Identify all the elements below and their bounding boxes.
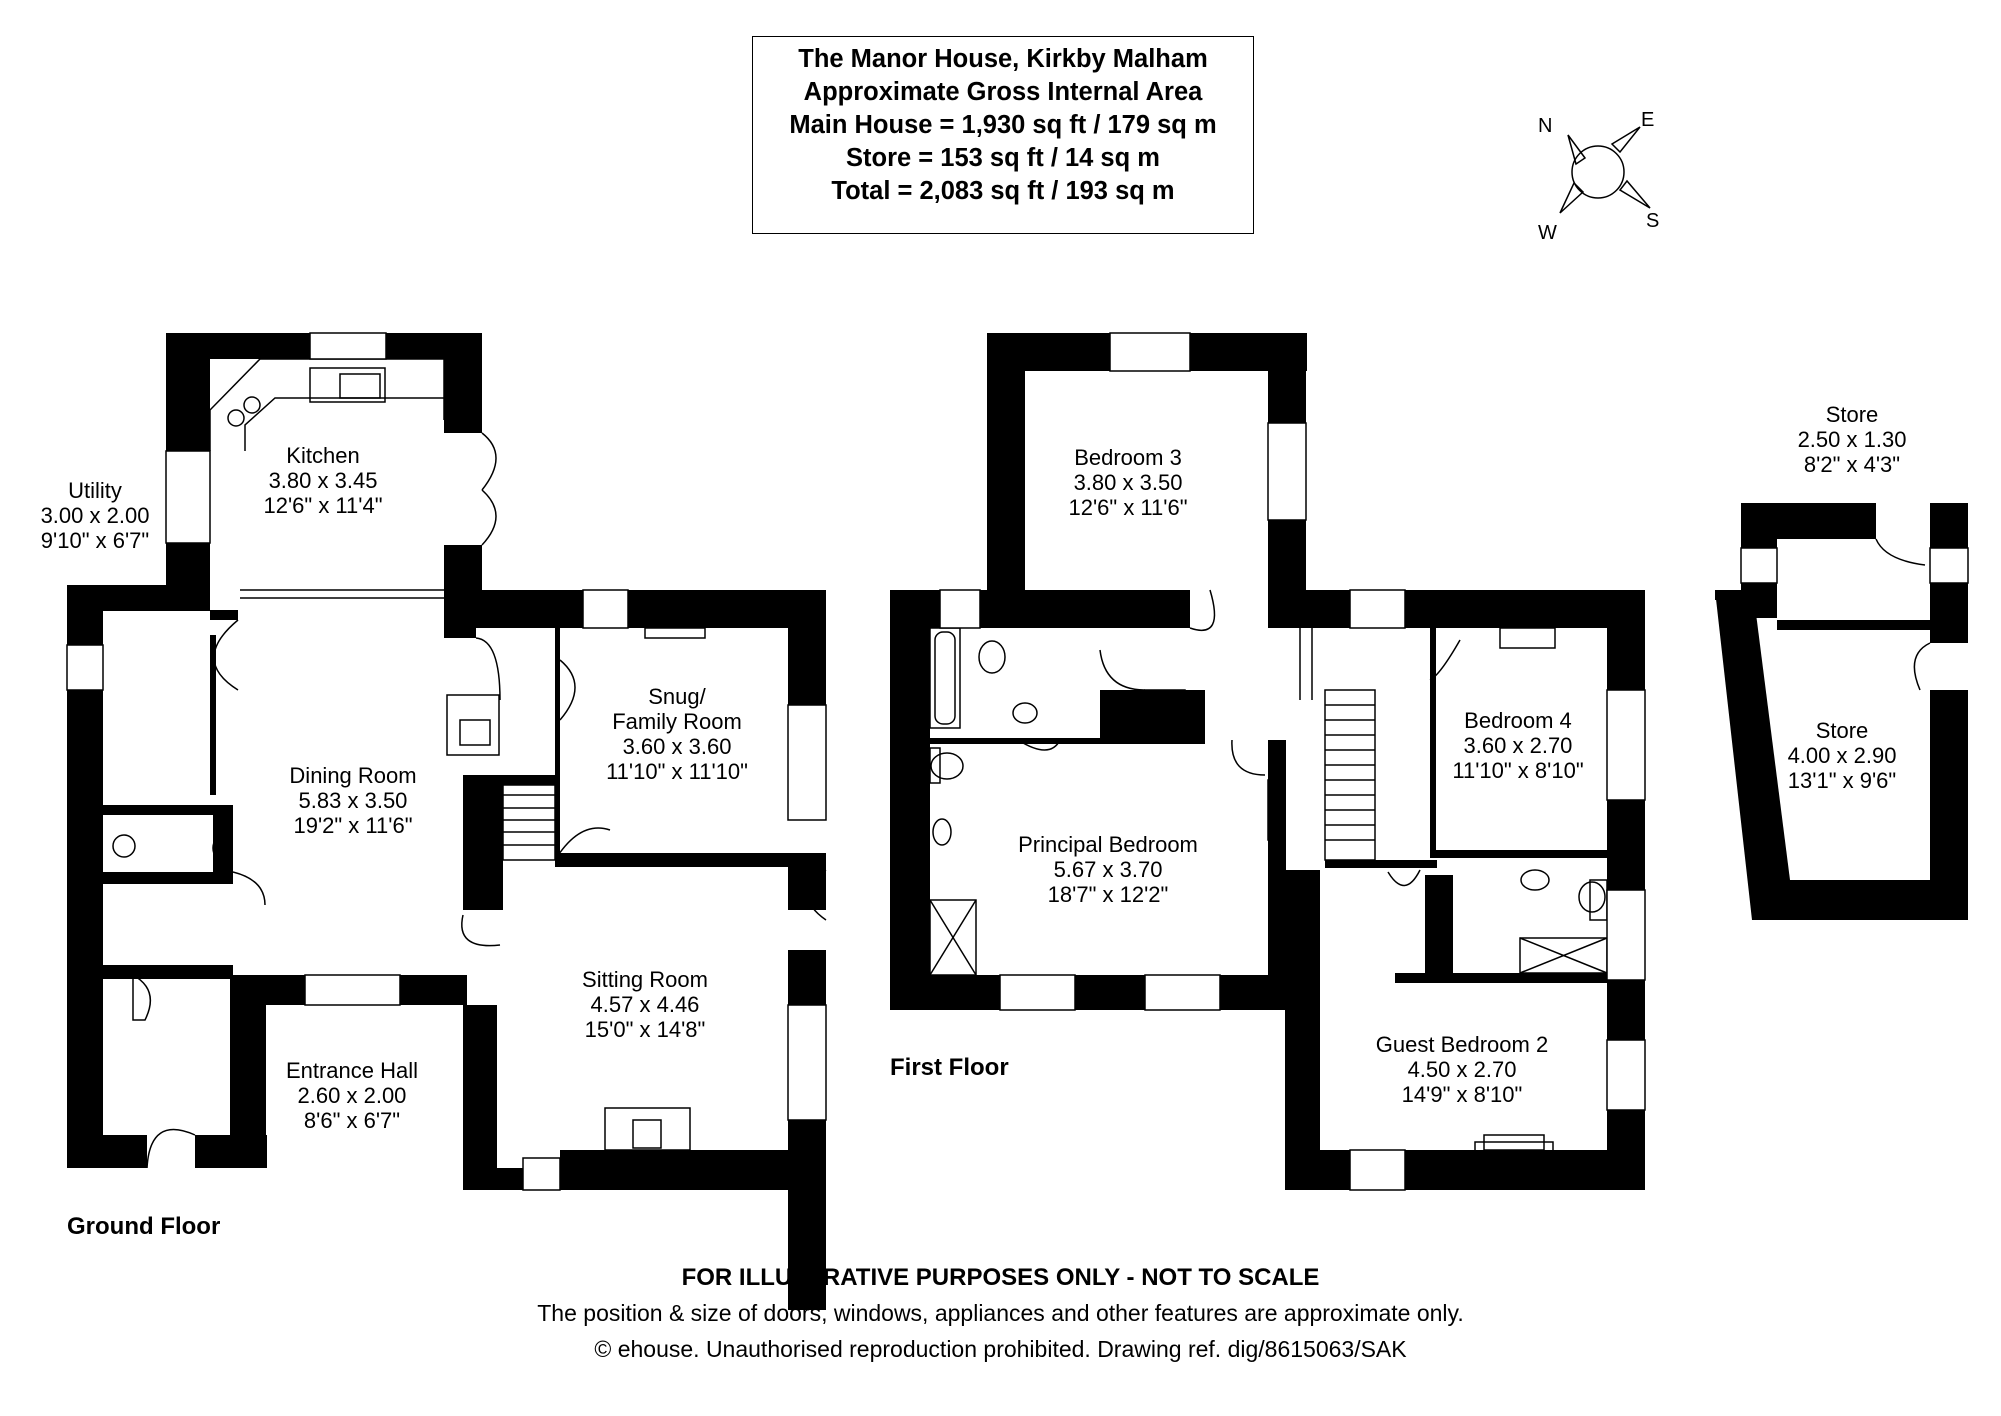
- room-name: Bedroom 3: [1074, 445, 1182, 470]
- room-imperial: 12'6" x 11'6": [1068, 495, 1188, 520]
- room-name: Kitchen: [286, 443, 360, 468]
- room-kitchen: Kitchen 3.80 x 3.45 12'6" x 11'4": [263, 443, 382, 518]
- room-metric: 4.50 x 2.70: [1407, 1057, 1517, 1082]
- room-imperial: 19'2" x 11'6": [293, 813, 413, 838]
- room-name: Store: [1815, 718, 1869, 743]
- store-area: Store = 153 sq ft / 14 sq m: [846, 144, 1160, 172]
- property-title: The Manor House, Kirkby Malham: [798, 45, 1208, 73]
- kitchen-units: [209, 358, 445, 599]
- windows: [66, 332, 1969, 1191]
- store-walls: [1715, 503, 1968, 920]
- copyright-text: © ehouse. Unauthorised reproduction proh…: [594, 1336, 1407, 1362]
- room-name-2: Family Room: [612, 709, 742, 734]
- store-doors: [1875, 538, 1931, 691]
- room-store-small: Store 2.50 x 1.30 8'2" x 4'3": [1798, 402, 1907, 477]
- room-imperial: 14'9" x 8'10": [1401, 1082, 1523, 1107]
- room-metric: 2.60 x 2.00: [297, 1083, 407, 1108]
- room-imperial: 9'10" x 6'7": [40, 528, 150, 553]
- ground-floor-doors: [132, 432, 827, 1169]
- room-name: Guest Bedroom 2: [1375, 1032, 1549, 1057]
- compass-icon: [1559, 126, 1651, 214]
- main-house-area: Main House = 1,930 sq ft / 179 sq m: [789, 111, 1217, 139]
- room-imperial: 13'1" x 9'6": [1787, 768, 1897, 793]
- compass-west-label: W: [1538, 222, 1557, 244]
- room-name: Entrance Hall: [285, 1058, 419, 1083]
- room-name: Bedroom 4: [1464, 708, 1572, 733]
- room-guest-bedroom-2: Guest Bedroom 2 4.50 x 2.70 14'9" x 8'10…: [1376, 1032, 1548, 1107]
- room-metric: 3.80 x 3.50: [1073, 470, 1183, 495]
- room-bedroom-3: Bedroom 3 3.80 x 3.50 12'6" x 11'6": [1068, 445, 1187, 520]
- room-bedroom-4: Bedroom 4 3.60 x 2.70 11'10" x 8'10": [1452, 708, 1583, 783]
- area-summary-box: The Manor House, Kirkby Malham Approxima…: [752, 36, 1254, 234]
- ground-floor-label: Ground Floor: [67, 1213, 221, 1240]
- room-imperial: 8'2" x 4'3": [1803, 452, 1901, 477]
- room-metric: 5.83 x 3.50: [298, 788, 408, 813]
- room-metric: 3.60 x 2.70: [1463, 733, 1573, 758]
- room-imperial: 11'10" x 11'10": [606, 759, 748, 784]
- room-snug: Snug/ Family Room 3.60 x 3.60 11'10" x 1…: [606, 684, 748, 784]
- compass-south-label: S: [1646, 210, 1660, 232]
- room-utility: Utility 3.00 x 2.00 9'10" x 6'7": [41, 478, 150, 553]
- room-name: Dining Room: [289, 763, 417, 788]
- room-metric: 5.67 x 3.70: [1053, 857, 1163, 882]
- room-store-large: Store 4.00 x 2.90 13'1" x 9'6": [1788, 718, 1897, 793]
- room-entrance-hall: Entrance Hall 2.60 x 2.00 8'6" x 6'7": [286, 1058, 418, 1133]
- room-metric: 4.57 x 4.46: [590, 992, 700, 1017]
- room-metric: 2.50 x 1.30: [1797, 427, 1907, 452]
- disclaimer-heading: FOR ILLUSTRATIVE PURPOSES ONLY - NOT TO …: [681, 1264, 1320, 1291]
- room-dining: Dining Room 5.83 x 3.50 19'2" x 11'6": [289, 763, 416, 838]
- ground-floor-stairs: [112, 627, 706, 1151]
- ground-floor-walls: [67, 333, 826, 1310]
- room-name: Snug/: [648, 684, 706, 709]
- room-name: Store: [1825, 402, 1879, 427]
- first-floor-label: First Floor: [890, 1054, 1009, 1081]
- room-metric: 4.00 x 2.90: [1787, 743, 1897, 768]
- room-metric: 3.80 x 3.45: [268, 468, 378, 493]
- compass-east-label: E: [1641, 109, 1655, 131]
- room-imperial: 15'0" x 14'8": [584, 1017, 706, 1042]
- room-name: Utility: [68, 478, 122, 503]
- room-principal-bedroom: Principal Bedroom 5.67 x 3.70 18'7" x 12…: [1018, 832, 1198, 907]
- first-floor-fittings: [929, 589, 1608, 1165]
- room-imperial: 8'6" x 6'7": [303, 1108, 401, 1133]
- total-area: Total = 2,083 sq ft / 193 sq m: [831, 177, 1175, 205]
- room-sitting: Sitting Room 4.57 x 4.46 15'0" x 14'8": [582, 967, 708, 1042]
- room-imperial: 12'6" x 11'4": [263, 493, 383, 518]
- room-metric: 3.00 x 2.00: [40, 503, 150, 528]
- disclaimer-text: The position & size of doors, windows, a…: [537, 1300, 1464, 1326]
- compass-north-label: N: [1538, 115, 1553, 137]
- room-metric: 3.60 x 3.60: [622, 734, 732, 759]
- first-floor-walls: [890, 333, 1645, 1190]
- room-imperial: 18'7" x 12'2": [1047, 882, 1169, 907]
- room-name: Principal Bedroom: [1018, 832, 1198, 857]
- room-imperial: 11'10" x 8'10": [1452, 758, 1584, 783]
- room-name: Sitting Room: [582, 967, 708, 992]
- area-heading: Approximate Gross Internal Area: [803, 78, 1203, 106]
